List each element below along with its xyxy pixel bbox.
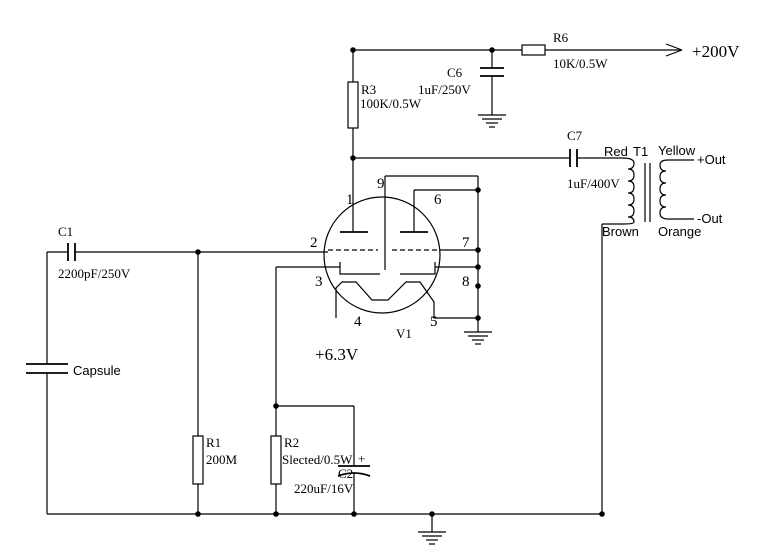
r2-label: R2 <box>284 435 299 450</box>
r1-resistor <box>192 252 204 514</box>
transformer-secondary <box>659 159 694 220</box>
pin-6-label: 6 <box>434 192 442 208</box>
pin-4-label: 4 <box>354 314 362 330</box>
plate-output-wire <box>340 157 570 233</box>
c7-capacitor <box>569 149 622 167</box>
pin-2-label: 2 <box>310 235 318 251</box>
ground-icon <box>478 114 506 128</box>
pin-1-label: 1 <box>346 192 354 208</box>
c7-label: C7 <box>567 128 583 143</box>
pin-9-label: 9 <box>377 176 385 192</box>
c2-label: C2 <box>338 466 353 481</box>
c2-polarity-label: + <box>358 451 365 466</box>
out-plus-label: +Out <box>697 152 726 167</box>
transformer-brown-label: Brown <box>602 224 639 239</box>
r3-value: 100K/0.5W <box>360 96 422 111</box>
pin-8-label: 8 <box>462 274 470 290</box>
r1-value: 200M <box>206 452 238 467</box>
r6-label: R6 <box>553 30 569 45</box>
transformer-label: T1 <box>633 144 648 159</box>
tube-internals <box>198 175 478 319</box>
capsule-element <box>26 252 68 514</box>
junction-node <box>429 511 435 517</box>
ground-icon <box>418 531 446 545</box>
r2-resistor <box>270 406 282 514</box>
capsule-label: Capsule <box>73 363 121 378</box>
out-minus-label: -Out <box>697 211 723 226</box>
c2-capacitor <box>337 465 371 514</box>
tube-label: V1 <box>396 326 412 341</box>
ground-bus-wire <box>47 513 602 532</box>
transformer-red-label: Red <box>604 144 628 159</box>
junction-node <box>351 511 357 517</box>
c6-label: C6 <box>447 65 463 80</box>
tube-envelope <box>323 196 441 314</box>
r3-resistor <box>347 50 359 158</box>
r6-value: 10K/0.5W <box>553 56 608 71</box>
junction-node <box>475 283 481 289</box>
c1-capacitor <box>47 243 198 261</box>
c2-value: 220uF/16V <box>294 481 354 496</box>
junction-node <box>475 247 481 253</box>
junction-node <box>475 187 481 193</box>
c1-label: C1 <box>58 224 73 239</box>
supply-voltage-label: +200V <box>692 42 740 61</box>
pin-bus-wire <box>435 176 479 319</box>
r3-label: R3 <box>361 82 376 97</box>
heater-voltage-label: +6.3V <box>315 345 359 364</box>
supply-arrow-icon <box>665 43 683 57</box>
c7-value: 1uF/400V <box>567 176 620 191</box>
c6-value: 1uF/250V <box>418 82 471 97</box>
transformer-yellow-label: Yellow <box>658 143 696 158</box>
c1-value: 2200pF/250V <box>58 266 131 281</box>
pin-5-label: 5 <box>430 314 438 330</box>
junction-node <box>195 511 201 517</box>
c6-capacitor <box>480 50 504 115</box>
transformer-orange-label: Orange <box>658 224 701 239</box>
r1-label: R1 <box>206 435 221 450</box>
pin-7-label: 7 <box>462 235 470 251</box>
transformer-core <box>644 163 651 222</box>
ground-icon <box>464 318 492 345</box>
r6-resistor <box>521 44 546 56</box>
cathode-wire <box>275 267 355 466</box>
junction-node <box>475 264 481 270</box>
transformer-primary <box>602 157 635 225</box>
junction-node <box>273 511 279 517</box>
pin-3-label: 3 <box>315 274 323 290</box>
r2-value: Slected/0.5W <box>282 452 353 467</box>
